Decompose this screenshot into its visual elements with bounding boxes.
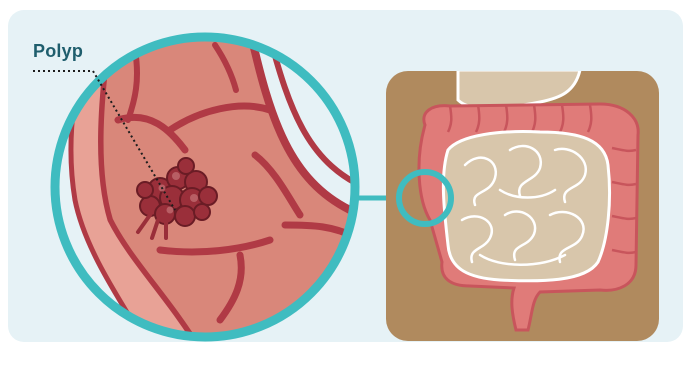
small-intestine (443, 132, 609, 281)
polyp-label: Polyp (33, 41, 83, 62)
